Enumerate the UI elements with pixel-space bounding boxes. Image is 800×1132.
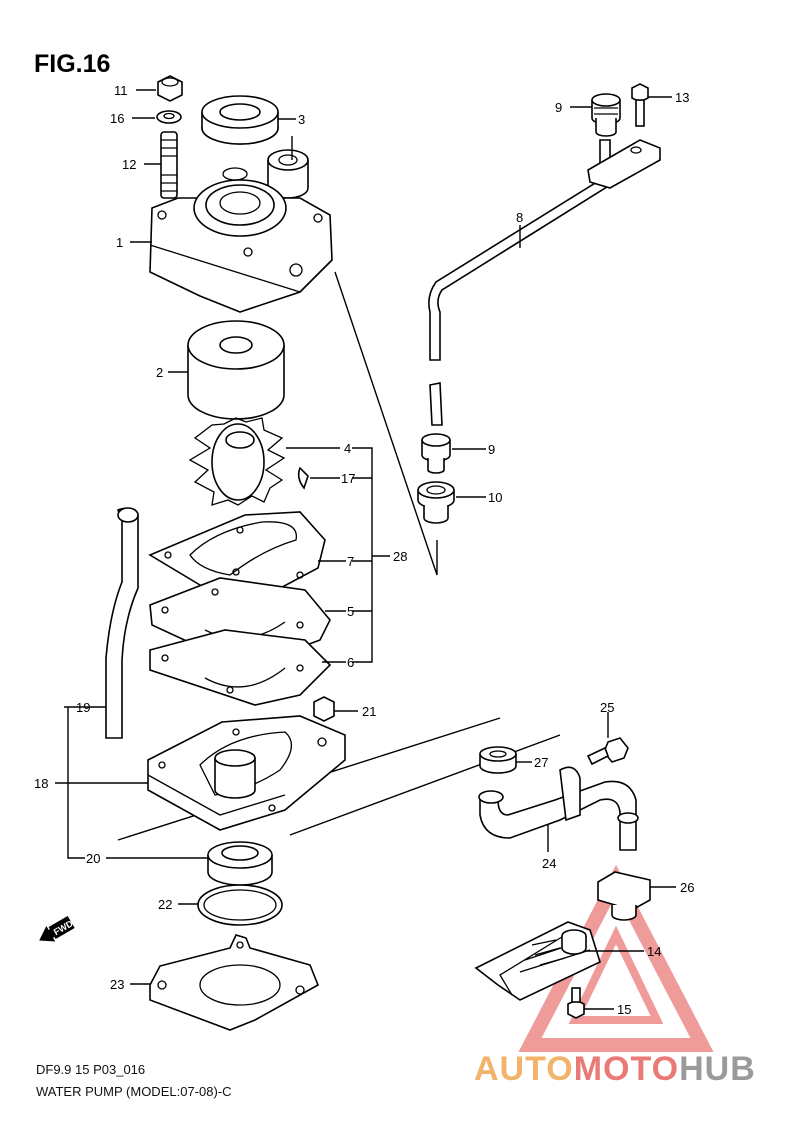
- callout-5: 5: [347, 604, 354, 619]
- callout-28: 28: [393, 549, 407, 564]
- callout-18: 18: [34, 776, 48, 791]
- callout-25: 25: [600, 700, 614, 715]
- part-27-grommet: [479, 746, 517, 774]
- callout-3: 3: [298, 112, 305, 127]
- housing-leader-line: [334, 271, 438, 576]
- part-18-base: [147, 715, 346, 831]
- part-9-grommet-top: [591, 93, 621, 137]
- callout-9b: 9: [488, 442, 495, 457]
- callout-17: 17: [341, 471, 355, 486]
- part-13-stud: [160, 131, 178, 199]
- footer-model-code: DF9.9 15 P03_016: [36, 1062, 146, 1077]
- watermark-part2: MOTO: [573, 1050, 680, 1088]
- part-1-housing: [149, 167, 333, 313]
- part-4-impeller: [188, 417, 286, 506]
- callout-15: 15: [617, 1002, 631, 1017]
- part-12-nut: [157, 75, 183, 102]
- part-10-grommet: [417, 481, 455, 524]
- callout-2: 2: [156, 365, 163, 380]
- part-17-key: [297, 466, 309, 490]
- part-15-bolt: [567, 987, 585, 1019]
- callout-22: 22: [158, 897, 172, 912]
- figure-title: FIG.16: [34, 50, 111, 78]
- callout-26: 26: [680, 880, 694, 895]
- part-11-screen: [474, 921, 601, 1001]
- callout-4: 4: [344, 441, 351, 456]
- part-20-seal: [207, 841, 273, 886]
- part-22-oring: [197, 884, 283, 926]
- callout-12: 11: [114, 83, 128, 98]
- part-9-grommet-mid: [421, 433, 451, 474]
- callout-6: 6: [347, 655, 354, 670]
- callout-9: 9: [555, 100, 562, 115]
- watermark-part1: AUTO: [474, 1050, 574, 1088]
- part-24-pipe: [478, 766, 639, 851]
- forward-arrow-icon: FWD: [39, 915, 75, 942]
- callout-16: 16: [110, 111, 124, 126]
- callout-10: 10: [488, 490, 502, 505]
- callout-labels: 11 16 12 3 1 2 4 17 7 5 6 28 9 13 8 9 10…: [34, 83, 694, 1017]
- callout-8: 8: [516, 210, 523, 225]
- part-3-seal: [201, 95, 279, 145]
- callout-27: 27: [534, 755, 548, 770]
- callout-24: 24: [542, 856, 556, 871]
- callout-21: 21: [362, 704, 376, 719]
- watermark-part3: HUB: [679, 1050, 756, 1088]
- callout-13: 12: [122, 157, 136, 172]
- footer-caption: WATER PUMP (MODEL:07-08)-C: [36, 1084, 232, 1099]
- part-14-bolt: [631, 83, 649, 127]
- callout-20: 20: [86, 851, 100, 866]
- part-6-gasket: [149, 629, 332, 706]
- callout-11: 14: [647, 944, 661, 959]
- watermark-logo: AUTOMOTOHUB: [474, 1050, 756, 1089]
- part-25-bolt: [586, 737, 629, 766]
- part-8-pipe: [428, 139, 661, 426]
- part-21-nut: [313, 696, 335, 722]
- part-26-plug: [597, 871, 651, 921]
- part-19-tube: [105, 507, 139, 739]
- callout-19: 19: [76, 700, 90, 715]
- callout-14: 13: [675, 90, 689, 105]
- part-23-gasket: [149, 934, 320, 1031]
- callout-7: 7: [347, 554, 354, 569]
- part-2-liner: [187, 320, 285, 420]
- callout-leaders: [55, 89, 676, 1010]
- callout-1: 1: [116, 235, 123, 250]
- part-16-washer: [156, 110, 182, 124]
- callout-23: 23: [110, 977, 124, 992]
